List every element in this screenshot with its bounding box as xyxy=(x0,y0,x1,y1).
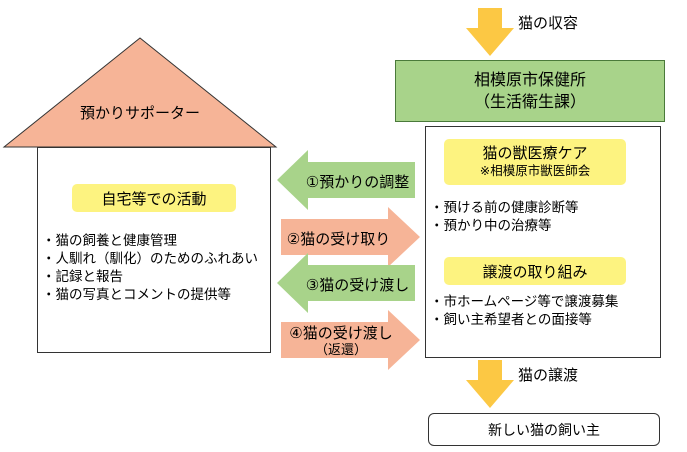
new-owner-box: 新しい猫の飼い主 xyxy=(428,413,660,446)
arrow-4-label: ④猫の受け渡し （返還） xyxy=(281,324,401,360)
arrow-2-label: ②猫の受け取り xyxy=(286,230,391,248)
list-item: ・飼い主希望者との面接等 xyxy=(430,312,592,328)
health-center-subtitle: （生活衛生課） xyxy=(473,92,586,111)
house-roof xyxy=(2,37,278,148)
activity-list: ・猫の飼養と健康管理 ・人馴れ（馴化）のためのふれあい ・記録と報告 ・猫の写真… xyxy=(42,232,258,304)
intake-label: 猫の収容 xyxy=(518,14,579,32)
activity-title: 自宅等での活動 xyxy=(72,184,236,212)
list-item: ・市ホームページ等で譲渡募集 xyxy=(430,294,619,310)
transfer-list: ・市ホームページ等で譲渡募集 ・飼い主希望者との面接等 xyxy=(430,293,618,329)
list-item: ・預ける前の健康診断等 xyxy=(430,200,579,216)
arrow-4-shape xyxy=(281,310,420,370)
health-center-title: 相模原市保健所 xyxy=(473,70,586,89)
list-item: ・預かり中の治療等 xyxy=(430,218,552,234)
list-item: ・猫の飼養と健康管理 xyxy=(42,233,177,249)
care-title: 猫の獣医療ケア xyxy=(482,144,588,162)
arrow-3-shape xyxy=(277,253,415,313)
health-center-body: 猫の獣医療ケア ※相模原市獣医師会 ・預ける前の健康診断等 ・預かり中の治療等 … xyxy=(425,126,661,358)
care-list: ・預ける前の健康診断等 ・預かり中の治療等 xyxy=(430,199,579,235)
list-item: ・猫の写真とコメントの提供等 xyxy=(42,287,231,303)
care-pill: 猫の獣医療ケア ※相模原市獣医師会 xyxy=(444,139,626,185)
intake-arrow xyxy=(466,8,514,56)
arrow-4-label-line2: （返還） xyxy=(314,343,367,358)
arrow-1-label: ①預かりの調整 xyxy=(305,173,410,191)
adoption-label: 猫の譲渡 xyxy=(518,366,579,384)
list-item: ・人馴れ（馴化）のためのふれあい xyxy=(42,251,258,267)
health-center-header: 相模原市保健所 （生活衛生課） xyxy=(395,60,665,122)
transfer-title: 譲渡の取り組み xyxy=(444,257,626,285)
house-body: 自宅等での活動 ・猫の飼養と健康管理 ・人馴れ（馴化）のためのふれあい ・記録と… xyxy=(37,147,271,353)
arrow-2-shape xyxy=(281,207,420,267)
adoption-arrow xyxy=(466,360,514,408)
arrow-4-label-line1: ④猫の受け渡し xyxy=(289,324,393,342)
list-item: ・記録と報告 xyxy=(42,269,123,285)
arrow-1-shape xyxy=(277,150,415,210)
arrow-3-label: ③猫の受け渡し xyxy=(305,276,410,294)
care-subtitle: ※相模原市獣医師会 xyxy=(479,163,591,178)
roof-label: 預かりサポーター xyxy=(80,104,201,122)
